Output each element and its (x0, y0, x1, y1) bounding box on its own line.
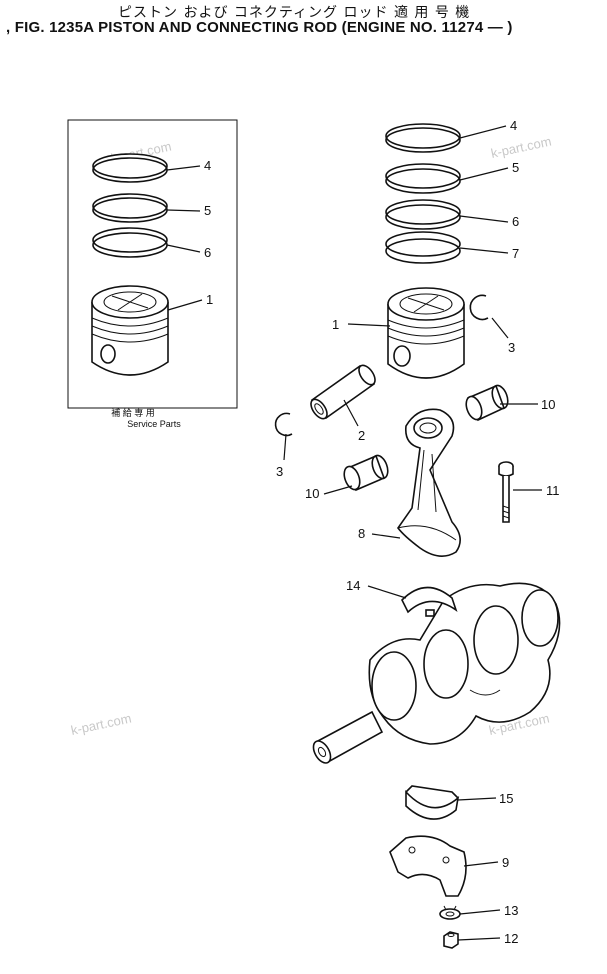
watermark-3: k-part.com (70, 710, 133, 737)
crankshaft (312, 582, 561, 764)
inset-caption-jp: 補 給 専 用 (111, 407, 155, 418)
callout-piston-pin: 2 (358, 428, 365, 443)
inset-caption-en: Service Parts (127, 419, 181, 429)
nut (443, 931, 459, 949)
callout-washer: 13 (504, 903, 518, 918)
inset-callout-4: 4 (204, 158, 211, 173)
inset-callout-1: 1 (206, 292, 213, 307)
callout-bolt: 11 (546, 483, 560, 498)
connecting-rod (397, 408, 461, 557)
callout-ring-second: 5 (512, 160, 519, 175)
inset-ring-4 (92, 153, 168, 183)
inset-callout-5: 5 (204, 203, 211, 218)
callout-ring-bottom: 7 (512, 246, 519, 261)
inset-callout-6: 6 (204, 245, 211, 260)
inset-frame (67, 119, 238, 409)
callout-bearing-upper: 14 (346, 578, 360, 593)
inset-piston (91, 285, 169, 376)
ring-oil (385, 199, 461, 230)
callout-snap-ring-right: 3 (508, 340, 515, 355)
service-parts-inset: 4 5 6 1 補 給 専 用 Service Parts (67, 119, 238, 429)
callout-bearing-lower: 15 (499, 791, 513, 806)
bearing-upper (401, 586, 458, 617)
ring-top (385, 123, 461, 153)
bushing-right (465, 384, 509, 422)
callout-ring-oil: 6 (512, 214, 519, 229)
piston-pin (310, 364, 376, 420)
callout-conrod: 8 (358, 526, 365, 541)
watermark-2: k-part.com (490, 133, 553, 160)
lock-washer (439, 905, 461, 920)
figure-title: , FIG. 1235A PISTON AND CONNECTING ROD (… (6, 19, 513, 36)
conrod-cap (389, 835, 467, 897)
piston (387, 287, 465, 379)
callout-bushing-right: 10 (541, 397, 555, 412)
conrod-bolt (498, 461, 514, 523)
callout-snap-ring-left: 3 (276, 464, 283, 479)
callout-nut: 12 (504, 931, 518, 946)
callout-bushing-left: 10 (305, 486, 319, 501)
callout-ring-top: 4 (510, 118, 517, 133)
snap-ring-right (469, 294, 489, 321)
inset-ring-5 (92, 193, 168, 223)
japanese-title: ピストン および コネクティング ロッド 適 用 号 機 (118, 5, 471, 21)
ring-second (385, 163, 461, 194)
bushing-left (343, 454, 389, 492)
bearing-lower (405, 785, 460, 820)
inset-ring-6 (92, 227, 168, 258)
ring-bottom (385, 231, 461, 264)
callout-cap: 9 (502, 855, 509, 870)
callout-piston: 1 (332, 317, 339, 332)
snap-ring-left (274, 412, 293, 437)
